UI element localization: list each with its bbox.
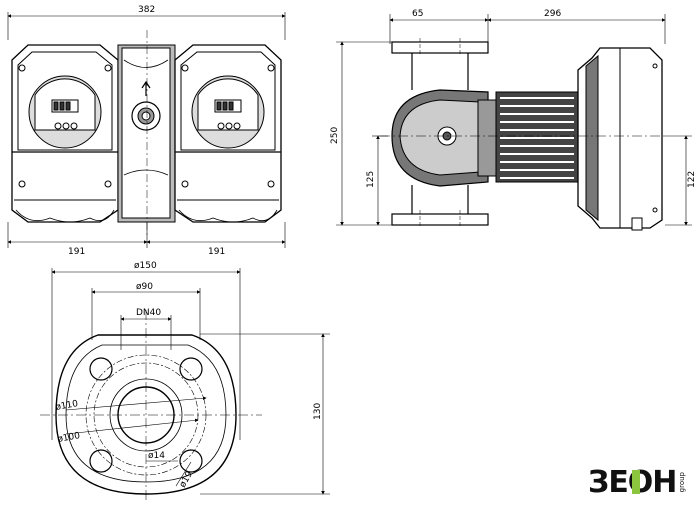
dim-inner-diameter: ø90 <box>136 282 153 292</box>
dim-hole-1: ø14 <box>148 451 165 461</box>
brand-logo: ЗЕОН group <box>588 465 687 500</box>
side-view <box>336 14 692 231</box>
brand-logo-subtext: group <box>678 471 687 493</box>
dim-right-half: 191 <box>208 247 225 257</box>
dim-vertical: 130 <box>313 403 323 420</box>
dim-axis-height-left: 125 <box>366 171 376 188</box>
dim-bolt-circle-2: ø100 <box>57 431 81 445</box>
dim-total-width: 382 <box>138 5 155 15</box>
brand-accent-bar <box>632 470 640 494</box>
dim-flange-length: 65 <box>412 9 423 19</box>
dim-height: 250 <box>330 127 340 144</box>
flange-view <box>40 268 330 500</box>
dim-motor-length: 296 <box>544 9 561 19</box>
dim-nominal: DN40 <box>136 308 161 318</box>
dim-axis-height-right: 122 <box>687 171 697 188</box>
front-view <box>7 12 286 248</box>
dim-outer-diameter: ø150 <box>134 261 157 271</box>
dim-left-half: 191 <box>68 247 85 257</box>
dim-bolt-circle-1: ø110 <box>55 399 79 413</box>
